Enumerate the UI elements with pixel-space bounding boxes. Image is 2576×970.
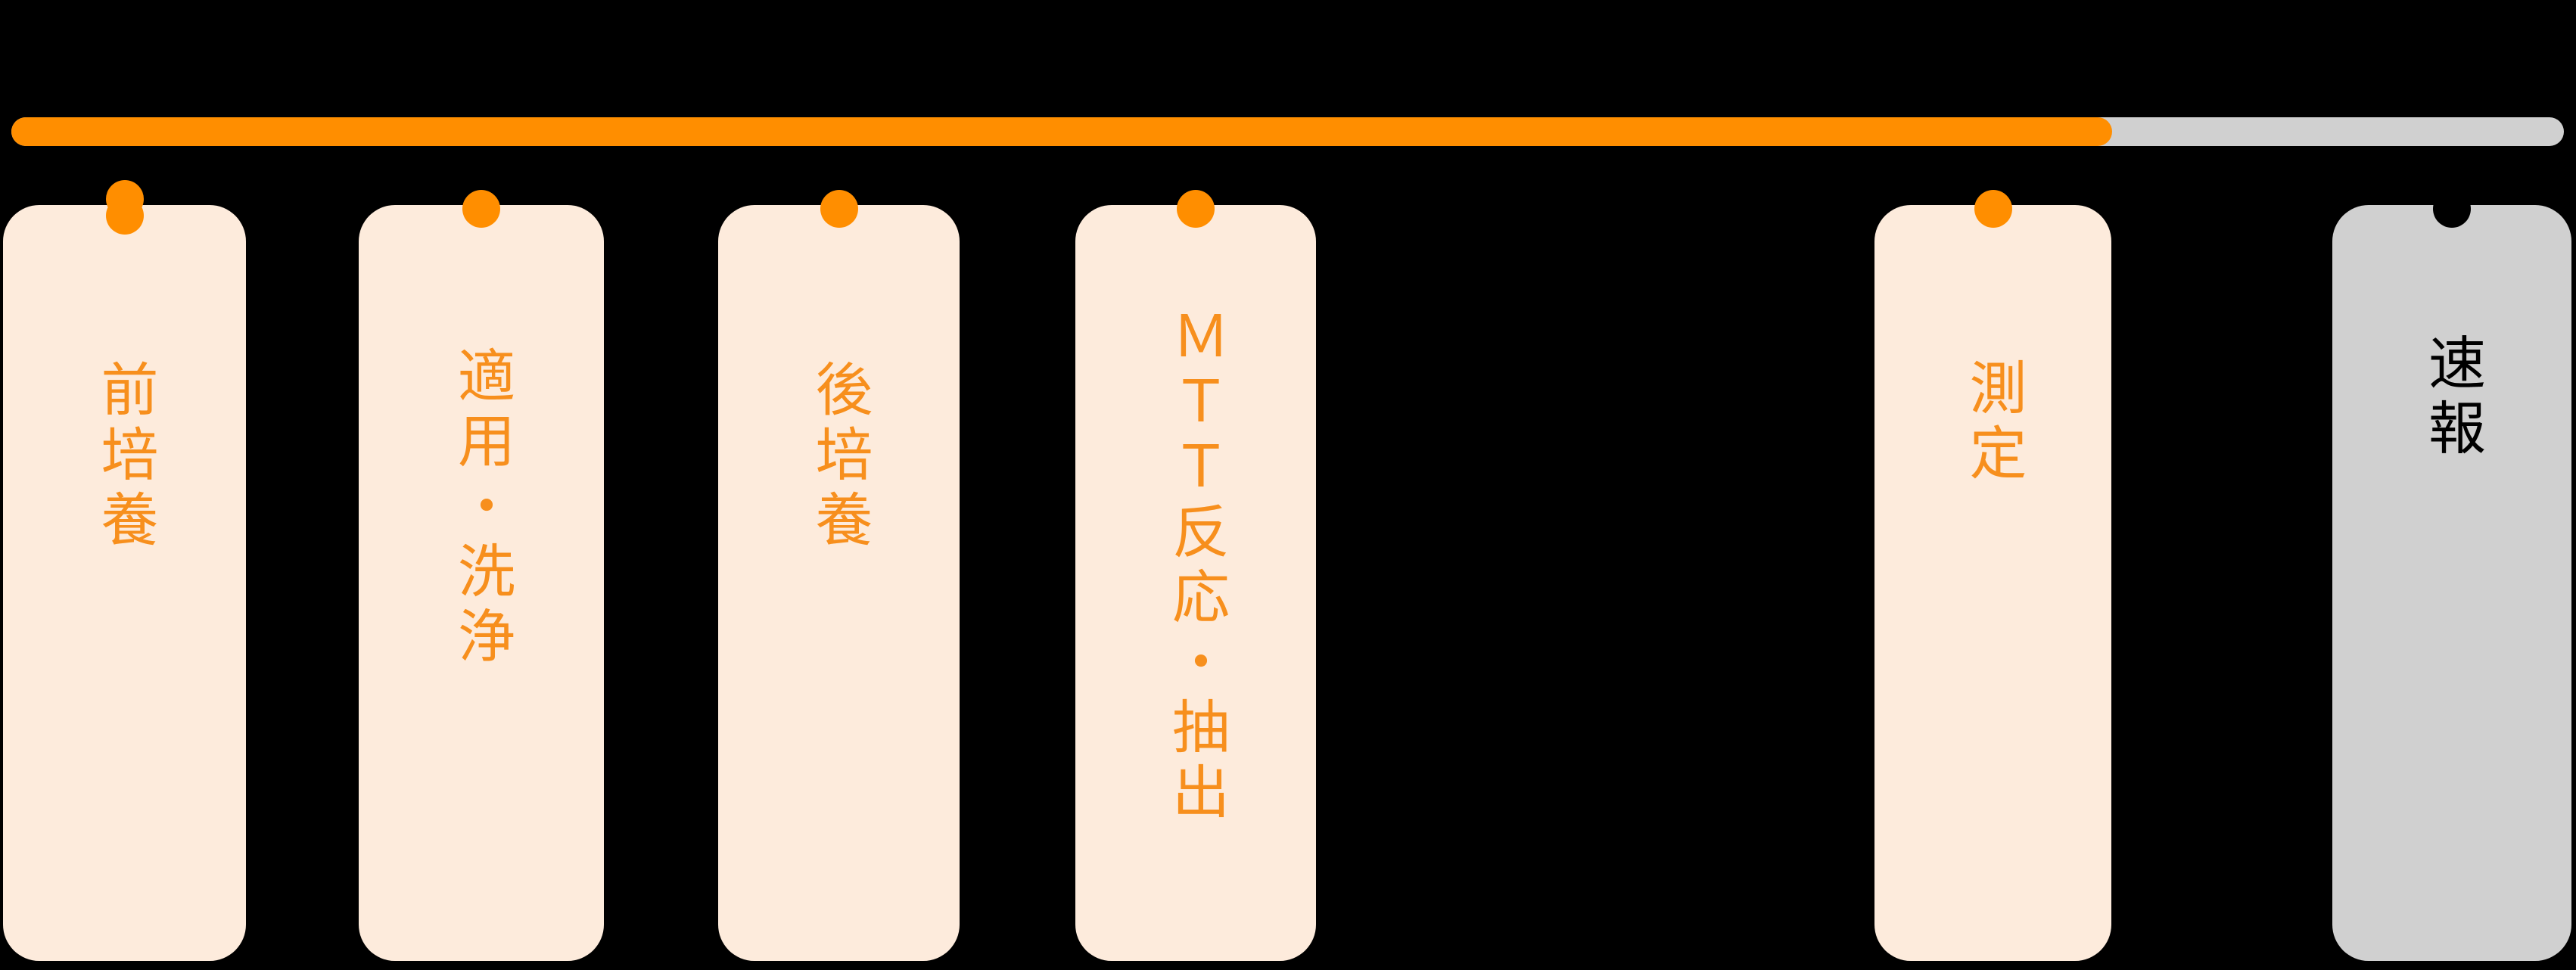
step-marker-dot-icon — [105, 197, 144, 235]
step-card-postculture: 後培養 — [718, 190, 960, 961]
timeline-progress-fill — [11, 117, 2112, 146]
step-card-mtt-reaction-extraction: ＭＴＴ反応・抽出 — [1075, 190, 1316, 961]
step-marker-notch-icon — [2433, 190, 2471, 228]
step-label: 測定 — [1959, 358, 2027, 488]
step-marker-dot-icon — [820, 190, 858, 228]
step-label: ＭＴＴ反応・抽出 — [1162, 306, 1230, 827]
step-label: 速報 — [2419, 333, 2486, 463]
step-card-flash-report: 速報 — [2332, 190, 2571, 961]
step-label: 前培養 — [91, 359, 159, 555]
step-marker-dot-icon — [1177, 190, 1215, 228]
step-marker-dot-icon — [1974, 190, 2012, 228]
step-card-measurement: 測定 — [1874, 190, 2111, 961]
step-marker-dot-icon — [462, 190, 500, 228]
step-label: 後培養 — [805, 359, 873, 555]
step-card-apply-wash: 適用・洗浄 — [359, 190, 604, 961]
timeline-track — [11, 117, 2564, 146]
step-card-preculture: 前培養 — [3, 180, 246, 961]
step-label: 適用・洗浄 — [448, 346, 515, 671]
